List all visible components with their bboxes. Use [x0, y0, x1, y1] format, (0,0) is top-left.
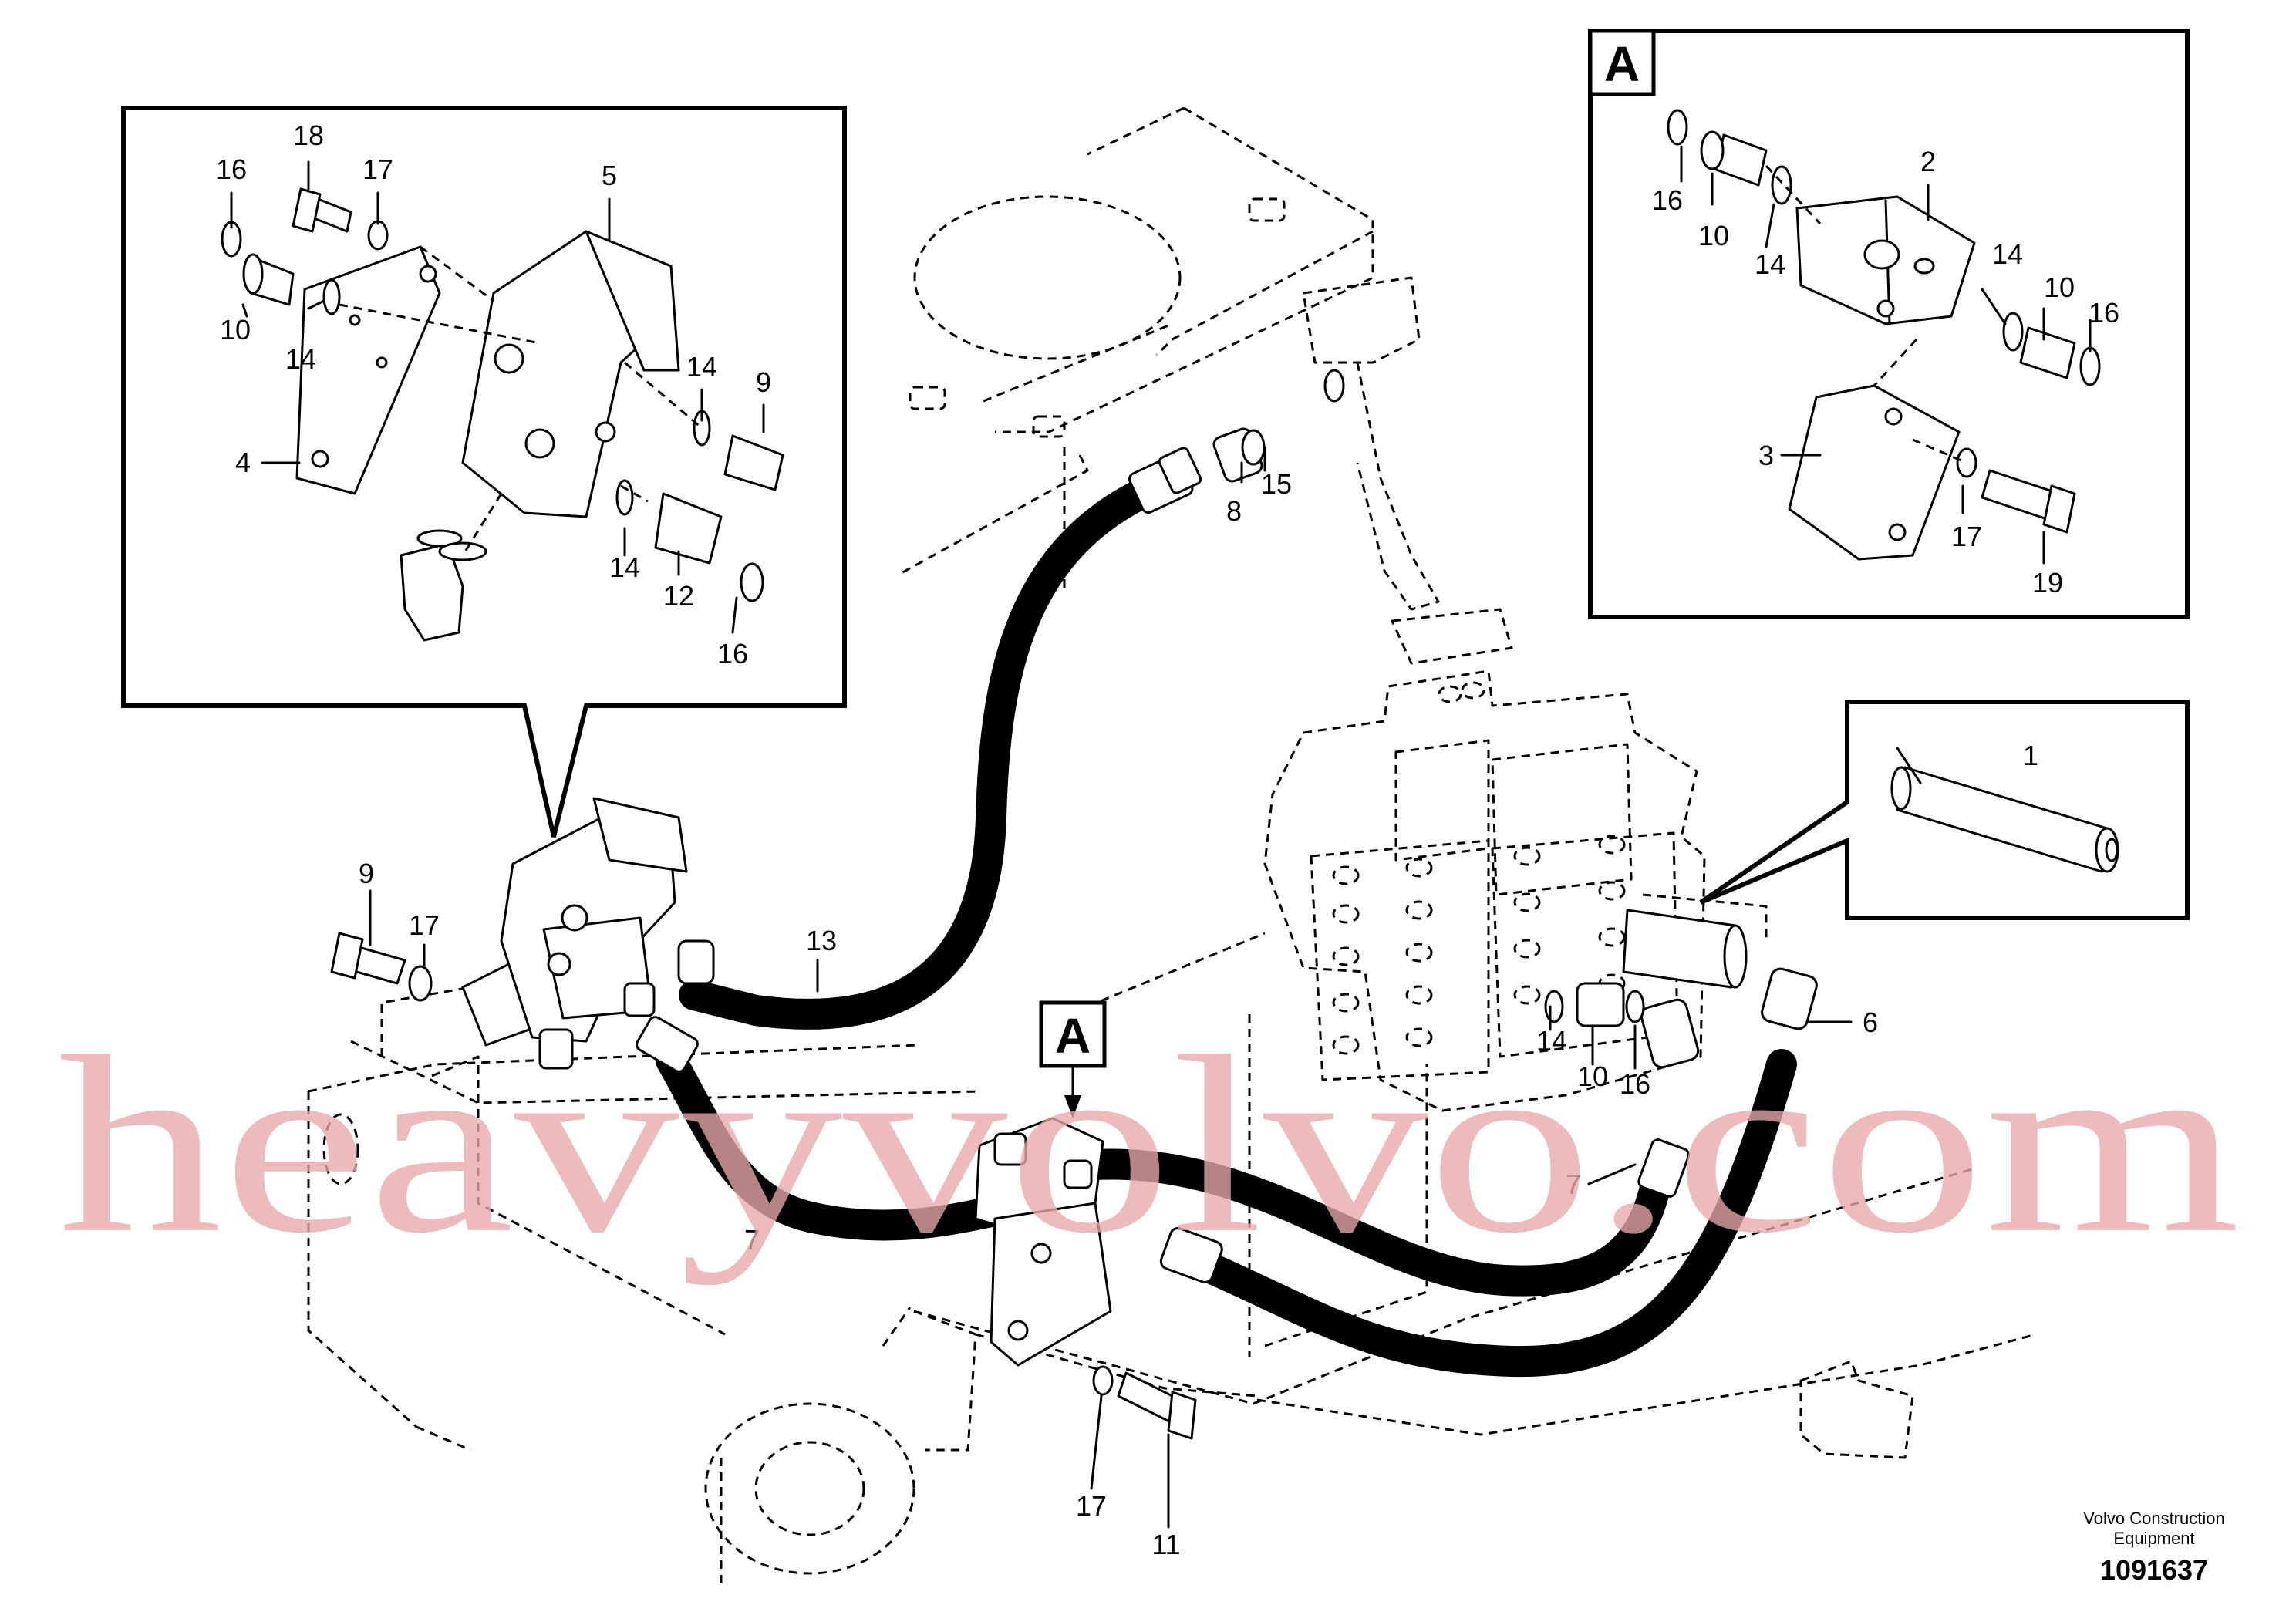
callout-11: 11 [1151, 1529, 1180, 1560]
callout-16: 16 [717, 638, 748, 669]
callout-14-partial: 14 [1536, 1025, 1567, 1057]
machine-outline [307, 106, 2037, 1589]
footer-drawing-number: 1091637 [2100, 1554, 2208, 1586]
detail-inset-part1 [1699, 700, 2190, 920]
callout-14: 14 [1755, 248, 1785, 280]
callout-17: 17 [362, 153, 393, 185]
callout-15: 15 [1261, 468, 1292, 500]
inset-a-tag-label: A [1604, 36, 1640, 92]
callout-3: 3 [1758, 440, 1774, 471]
callout-17: 17 [1951, 521, 1982, 552]
callout-14: 14 [1992, 238, 2023, 270]
callout-19: 19 [2032, 567, 2063, 599]
callout-16: 16 [1620, 1068, 1650, 1100]
callout-1: 1 [2023, 740, 2038, 771]
callout-17: 17 [409, 909, 440, 941]
callout-9: 9 [359, 858, 374, 889]
watermark-text: heavyvolvo.com [58, 1004, 2240, 1286]
callout-9: 9 [756, 366, 771, 398]
main-a-tag-label: A [1055, 1008, 1091, 1064]
callout-10: 10 [1698, 220, 1729, 251]
leader-lines [230, 145, 2092, 1529]
junction-block [974, 1117, 1197, 1440]
callout-17: 17 [1076, 1490, 1107, 1522]
hose-fittings [636, 427, 1818, 1283]
callout-16: 16 [1652, 184, 1683, 216]
callout-18: 18 [293, 120, 324, 151]
callout-13: 13 [806, 925, 837, 956]
footer-company-line2: Equipment [2113, 1529, 2194, 1548]
callout-10: 10 [2044, 271, 2075, 303]
callout-6: 6 [1863, 1007, 1878, 1038]
callout-7: 7 [744, 1224, 760, 1256]
callout-16: 16 [216, 153, 247, 185]
valve-assembly-main [330, 797, 715, 1070]
hoses [656, 478, 1797, 1378]
callout-4: 4 [235, 447, 251, 478]
callout-8: 8 [1226, 495, 1242, 527]
callout-labels: 18 16 17 5 10 14 4 14 9 14 12 16 9 17 13… [216, 120, 2119, 1560]
footer-company-line1: Volvo Construction [2083, 1509, 2224, 1528]
callout-7: 7 [1566, 1168, 1581, 1200]
callout-5: 5 [602, 160, 617, 191]
detail-inset-a [1588, 29, 2190, 619]
callout-2: 2 [1920, 146, 1936, 177]
view-tag-a [1039, 1000, 1107, 1118]
callout-10: 10 [1577, 1061, 1608, 1092]
detail-inset-valve [121, 106, 847, 838]
callout-10: 10 [220, 314, 251, 346]
callout-14: 14 [686, 351, 717, 383]
callout-12: 12 [663, 580, 694, 612]
callout-16: 16 [2089, 297, 2119, 329]
callout-14: 14 [285, 343, 316, 375]
callout-14: 14 [609, 551, 640, 583]
